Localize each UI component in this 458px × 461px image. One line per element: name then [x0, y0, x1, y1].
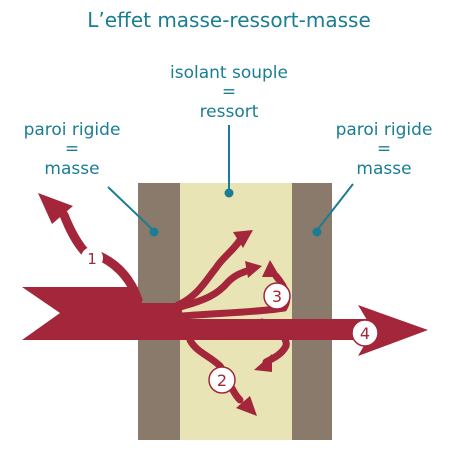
center-leader-dot — [224, 188, 234, 198]
left-label-line1: paroi rigide — [24, 120, 121, 140]
marker-3-label: 3 — [272, 287, 282, 306]
transmitted-wave-arrowhead — [358, 305, 428, 356]
scatter-wave-3-arrowhead — [262, 260, 280, 277]
right-label-line2: = — [377, 139, 391, 159]
right-leader-dot — [312, 227, 322, 237]
marker-2-label: 2 — [217, 371, 227, 390]
marker-1-label: 1 — [87, 250, 97, 268]
right-leader-line — [317, 183, 354, 230]
marker-4-circle — [351, 319, 379, 347]
center-label-line2: = — [222, 82, 236, 102]
scatter-wave-up2-arrowhead — [245, 261, 262, 278]
right-label-line3: masse — [356, 159, 411, 179]
scatter-wave-up1-arrowhead — [233, 230, 253, 248]
left-label-line3: masse — [44, 159, 99, 179]
scatter-wave-down-right — [258, 318, 290, 366]
right-wall — [292, 183, 332, 440]
marker-4-label: 4 — [360, 324, 370, 343]
marker-3: 3 — [263, 282, 291, 310]
marker-2-circle — [208, 366, 236, 394]
scatter-wave-2-arrowhead — [236, 396, 257, 416]
scatter-wave-up1 — [174, 236, 244, 309]
right-label-line1: paroi rigide — [336, 120, 433, 140]
left-leader-dot — [149, 227, 159, 237]
incident-wave-arrow — [22, 287, 182, 340]
center-label-line1: isolant souple — [170, 63, 288, 83]
left-leader-line — [107, 186, 154, 231]
marker-2: 2 — [208, 366, 236, 394]
scatter-wave-2 — [186, 336, 244, 404]
diagram-title: L’effet masse-ressort-masse — [87, 8, 371, 32]
scatter-wave-down-right-arrowhead — [254, 354, 272, 372]
left-label-line2: = — [65, 139, 79, 159]
marker-4: 4 — [351, 319, 379, 347]
marker-1-circle — [81, 247, 103, 269]
scatter-wave-up2 — [176, 266, 254, 311]
center-label-line3: ressort — [200, 102, 259, 122]
marker-3-circle — [263, 282, 291, 310]
marker-1: 1 — [81, 247, 103, 269]
reflected-wave-arrowhead — [38, 193, 73, 224]
